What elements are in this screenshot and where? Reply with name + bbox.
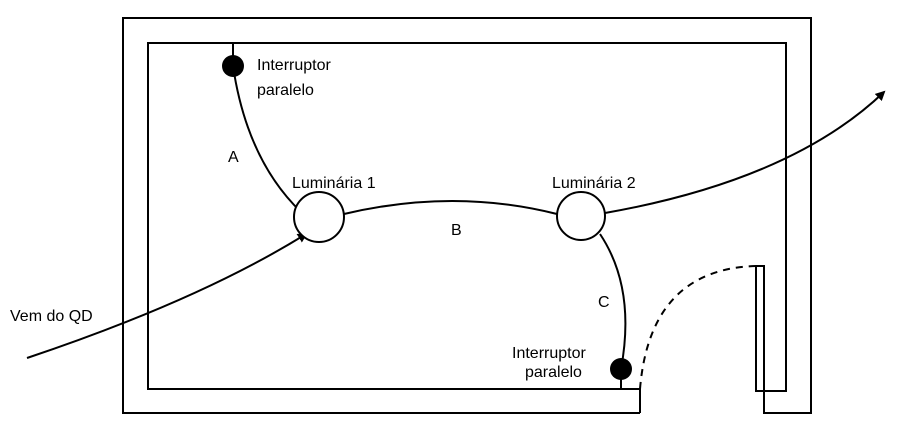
incoming-wire-arrow (26, 232, 308, 359)
room-walls (122, 17, 812, 414)
switch-top (222, 55, 244, 77)
switch-bottom (610, 358, 632, 380)
wire-c (599, 233, 627, 370)
segment-a-label: A (228, 149, 239, 166)
switch-bottom-label-line2: paralelo (525, 364, 582, 381)
segment-c-label: C (598, 294, 610, 311)
lamp-1-circle (293, 191, 345, 243)
door-swing-arc (639, 265, 757, 390)
switch-top-label-line1: Interruptor (257, 57, 331, 74)
switch-top-label-line2: paralelo (257, 82, 314, 99)
lamp-2-label: Luminária 2 (552, 175, 636, 192)
segment-b-label: B (451, 222, 462, 239)
inner-wall (147, 42, 787, 392)
switch-bottom-label-line1: Interruptor (512, 345, 586, 362)
outer-wall (122, 17, 812, 414)
lamp-1-label: Luminária 1 (292, 175, 376, 192)
incoming-label: Vem do QD (10, 308, 93, 325)
outgoing-wire-arrow (604, 90, 886, 214)
wire-a (232, 65, 302, 213)
wire-b (343, 200, 558, 215)
lamp-2-circle (556, 191, 606, 241)
door (639, 265, 765, 392)
door-leaf (755, 265, 765, 392)
